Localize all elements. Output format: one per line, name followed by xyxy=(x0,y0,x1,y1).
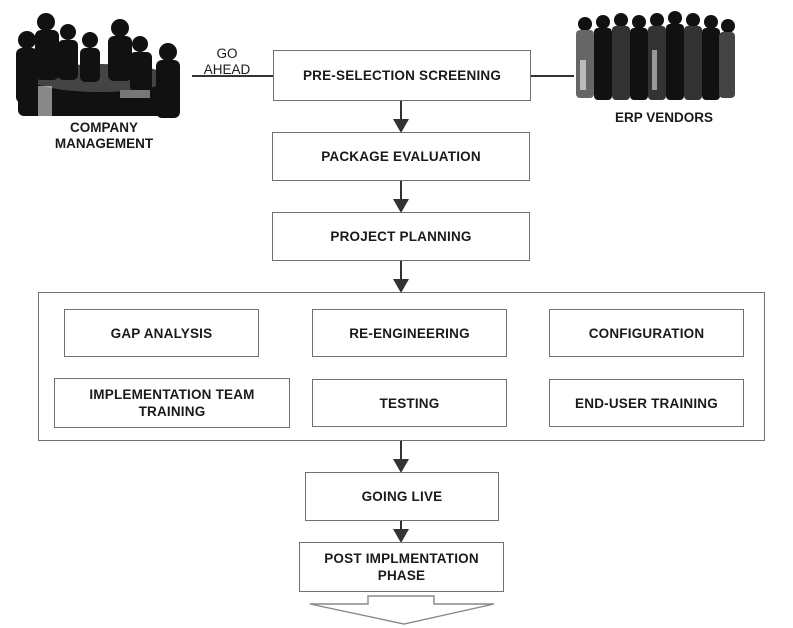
re-engineering-box: RE-ENGINEERING xyxy=(312,309,507,357)
pre-selection-screening-box: PRE-SELECTION SCREENING xyxy=(273,50,531,101)
erp-vendors-image xyxy=(576,11,735,100)
post-implementation-phase-box: POST IMPLMENTATION PHASE xyxy=(299,542,504,592)
project-planning-box: PROJECT PLANNING xyxy=(272,212,530,261)
erp-vendors-label: ERP VENDORS xyxy=(614,110,714,125)
configuration-box: CONFIGURATION xyxy=(549,309,744,357)
end-user-training-box: END-USER TRAINING xyxy=(549,379,744,427)
down-arrow-icon xyxy=(309,595,495,625)
gap-analysis-box: GAP ANALYSIS xyxy=(64,309,259,357)
testing-box: TESTING xyxy=(312,379,507,427)
going-live-box: GOING LIVE xyxy=(305,472,499,521)
package-evaluation-box: PACKAGE EVALUATION xyxy=(272,132,530,181)
company-management-image xyxy=(16,13,180,118)
company-management-label: COMPANY MANAGEMENT xyxy=(54,120,154,151)
implementation-team-training-box: IMPLEMENTATION TEAM TRAINING xyxy=(54,378,290,428)
go-ahead-label: GO AHEAD xyxy=(203,46,251,77)
